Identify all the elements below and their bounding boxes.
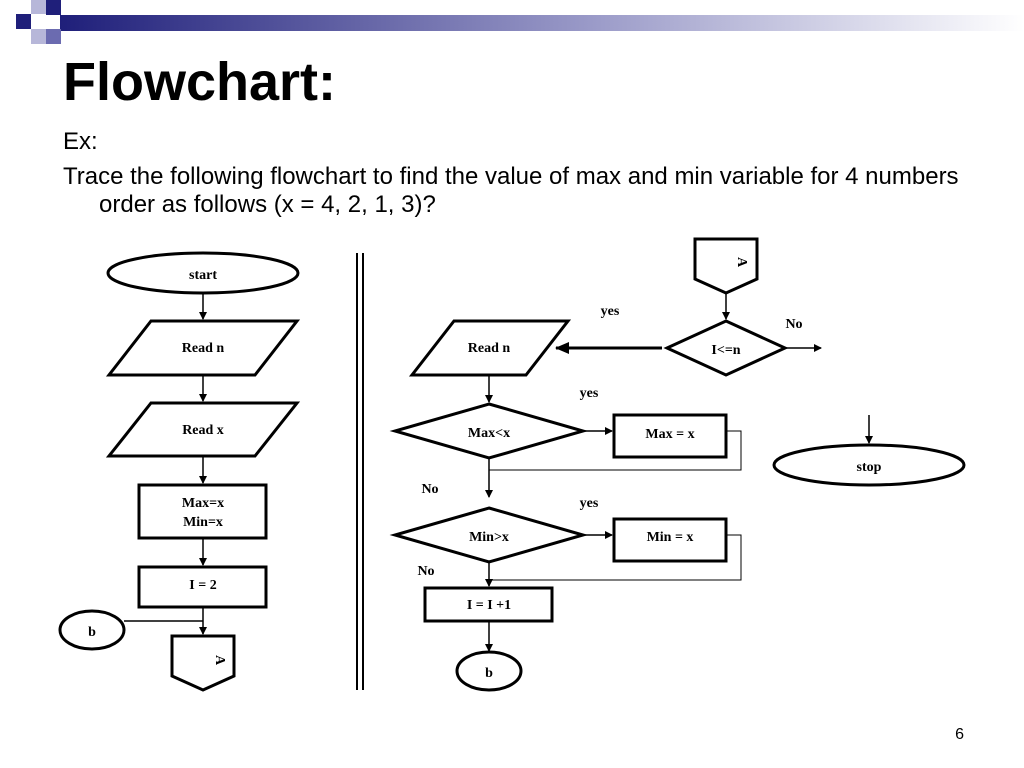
init-i-label: I = 2 xyxy=(189,578,216,593)
left-flowchart: start Read n Read x Max=x Min=x I = 2 b … xyxy=(58,251,301,692)
deco-square xyxy=(31,14,46,29)
yes-label: yes xyxy=(580,386,599,401)
read-n-input-right xyxy=(408,319,572,377)
yes-label: yes xyxy=(580,496,599,511)
stop-label: stop xyxy=(857,460,882,475)
increment-process xyxy=(423,586,554,623)
increment-label: I = I +1 xyxy=(467,598,511,613)
example-label: Ex: xyxy=(63,128,98,155)
deco-square xyxy=(31,0,46,15)
init-min-label: Min=x xyxy=(183,515,223,530)
offpage-connector-a-right xyxy=(693,237,759,295)
connector-b-right xyxy=(455,650,523,692)
init-max-label: Max=x xyxy=(182,496,224,511)
connector-a-label: A xyxy=(734,257,749,268)
question-text: Trace the following flowchart to find th… xyxy=(63,163,959,218)
read-n-label: Read n xyxy=(468,341,511,356)
no-label: No xyxy=(417,564,434,579)
no-label: No xyxy=(785,317,802,332)
read-n-input xyxy=(105,319,301,377)
connector-a-label: A xyxy=(212,655,227,666)
init-max-min-process xyxy=(137,483,268,540)
assign-max-label: Max = x xyxy=(645,427,694,442)
page-number: 6 xyxy=(955,726,964,743)
merge-line xyxy=(489,430,742,471)
condition-max-label: Max<x xyxy=(468,426,510,441)
assign-max-process xyxy=(612,413,728,459)
right-flowchart: A I<=n No yes Read n Max<x yes Max = x N… xyxy=(389,237,966,692)
deco-square xyxy=(46,0,61,15)
condition-i-decision xyxy=(663,319,789,377)
deco-square xyxy=(31,29,46,44)
connector-b-label: b xyxy=(485,666,493,681)
header-decoration xyxy=(16,0,1024,44)
no-label: No xyxy=(421,482,438,497)
init-i-process xyxy=(137,565,268,609)
header-gradient-bar xyxy=(60,15,1024,31)
deco-square xyxy=(46,29,61,44)
read-x-label: Read x xyxy=(182,423,224,438)
offpage-connector-a-left xyxy=(170,634,236,692)
connector-b-label: b xyxy=(88,625,96,640)
merge-line xyxy=(489,534,742,581)
deco-square xyxy=(16,14,31,29)
read-n-label: Read n xyxy=(182,341,225,356)
condition-i-label: I<=n xyxy=(711,343,740,358)
read-x-input xyxy=(105,401,301,458)
connector-b-left xyxy=(58,609,126,651)
assign-min-label: Min = x xyxy=(647,530,694,545)
stop-terminal xyxy=(772,443,966,487)
condition-min-label: Min>x xyxy=(469,530,509,545)
assign-min-process xyxy=(612,517,728,563)
yes-label: yes xyxy=(601,304,620,319)
slide-title: Flowchart: xyxy=(63,52,337,112)
start-label: start xyxy=(189,268,217,283)
